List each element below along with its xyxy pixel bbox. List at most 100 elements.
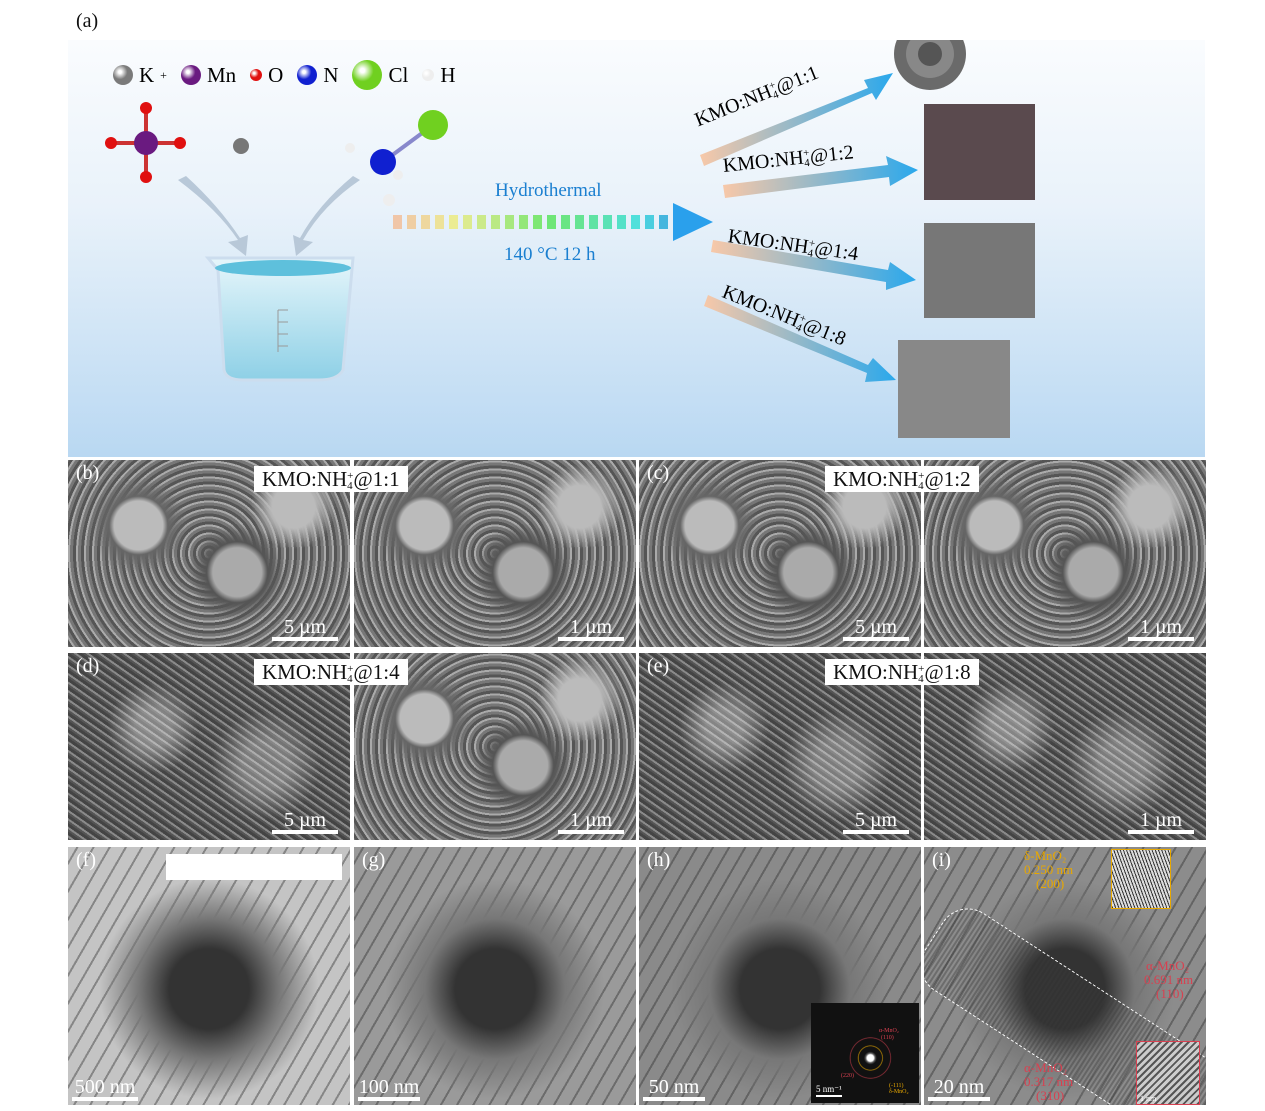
beaker xyxy=(204,256,355,382)
lattice-annotation: 0.691 nm xyxy=(1144,972,1194,987)
sample-tag: KMO:NH+4@1:1 xyxy=(254,466,408,492)
k-ion xyxy=(233,138,249,154)
kmno4-molecule xyxy=(105,102,186,183)
panel-label: (g) xyxy=(362,849,386,871)
scale-bar: 5 µm xyxy=(272,809,338,834)
saed-label: δ-MnO₂ xyxy=(889,1089,909,1095)
charge: + xyxy=(347,663,354,676)
hrtem-inset-red: 1 nm xyxy=(1136,1041,1200,1105)
ratio: @1:8 xyxy=(924,660,971,684)
ratio: @1:2 xyxy=(808,141,855,168)
hydrothermal-arrow xyxy=(393,203,713,241)
scale-bar-line xyxy=(1128,830,1194,834)
dash-mark xyxy=(659,215,668,229)
scale-bar: 1 µm xyxy=(558,616,624,641)
dash-mark xyxy=(491,215,500,229)
atom-o-icon xyxy=(250,69,263,81)
ion-script: +4 xyxy=(918,470,925,493)
lattice-annotation: α-MnO₂ xyxy=(1024,1060,1068,1075)
formula: KMO:NH xyxy=(833,467,919,491)
panel-label: (c) xyxy=(647,462,670,484)
saed-label: α-MnO₂ xyxy=(879,1028,899,1034)
scale-bar-label: 500 nm xyxy=(74,1076,136,1098)
panel-label: (f) xyxy=(76,849,96,871)
morphology-renders xyxy=(894,40,1035,438)
scale-bar: 1 µm xyxy=(1128,809,1194,834)
schematic-drawing xyxy=(105,40,1035,438)
charge: + xyxy=(918,663,925,676)
panel-label: (b) xyxy=(76,462,100,484)
dash-mark xyxy=(575,215,584,229)
scale-bar: 5 µm xyxy=(843,616,909,641)
scale-bar-label: 1 µm xyxy=(1139,809,1183,831)
hrtem-inset-yellow xyxy=(1111,849,1171,909)
ion-script: +4 xyxy=(347,663,354,686)
scale-bar: 1 µm xyxy=(558,809,624,834)
dash-mark xyxy=(449,215,458,229)
scale-bar-line xyxy=(843,830,909,834)
scale-bar-line xyxy=(272,637,338,641)
dash-mark xyxy=(631,215,640,229)
atom-k-icon xyxy=(113,65,133,85)
ratio: @1:4 xyxy=(813,237,860,266)
atom-charge: + xyxy=(160,67,167,82)
dash-mark xyxy=(477,215,486,229)
sample-tag: KMO:NH+4@1:2 xyxy=(825,466,979,492)
dash-mark xyxy=(435,215,444,229)
formula: KMO:NH xyxy=(262,467,348,491)
subscript: 4 xyxy=(347,673,353,686)
scale-bar-line xyxy=(272,830,338,834)
scale-bar: 20 nm xyxy=(928,1076,990,1101)
saed-label: (220) xyxy=(841,1073,854,1079)
atom-n-icon xyxy=(297,65,318,85)
scale-bar-label: 1 µm xyxy=(1139,616,1183,638)
scale-bar-line xyxy=(558,637,624,641)
sample-tag: KMO:NH+4@1:4 xyxy=(254,659,408,685)
scale-bar-label: 100 nm xyxy=(358,1076,420,1098)
lattice-annotation: (200) xyxy=(1036,876,1065,891)
dash-mark xyxy=(407,215,416,229)
scale-bar-line xyxy=(1128,637,1194,641)
dash-mark xyxy=(533,215,542,229)
dash-mark xyxy=(463,215,472,229)
sem-image-high-mag: 1 µm xyxy=(924,653,1206,840)
charge: + xyxy=(918,470,925,483)
charge: + xyxy=(347,470,354,483)
dash-mark xyxy=(603,215,612,229)
conditions-label: 140 °C 12 h xyxy=(504,244,596,265)
atom-h-icon xyxy=(422,69,435,81)
atom-label: Cl xyxy=(388,62,409,87)
lattice-annotation: δ-MnO₂ xyxy=(1024,848,1067,863)
ratio: @1:1 xyxy=(353,467,400,491)
dash-mark xyxy=(645,215,654,229)
panel-label: (e) xyxy=(647,655,670,677)
subscript: 4 xyxy=(347,480,353,493)
lattice-annotation: (310) xyxy=(1036,1088,1065,1103)
ion-script: +4 xyxy=(347,470,354,493)
tem-image: (f) 500 nm xyxy=(68,847,350,1105)
redaction-box xyxy=(166,854,342,880)
dash-mark xyxy=(421,215,430,229)
scale-bar-label: 5 µm xyxy=(283,809,327,831)
dash-mark xyxy=(519,215,528,229)
ratio: @1:2 xyxy=(924,467,971,491)
subscript: 4 xyxy=(918,673,924,686)
saed-label: (110) xyxy=(881,1035,894,1041)
atom-label: O xyxy=(268,62,284,87)
dash-mark xyxy=(547,215,556,229)
lattice-annotation: 0.317 nm xyxy=(1024,1074,1074,1089)
ratio: @1:4 xyxy=(353,660,400,684)
scale-bar-label: 50 nm xyxy=(648,1076,700,1098)
atom-label: K xyxy=(139,62,155,87)
scale-bar: 100 nm xyxy=(358,1076,420,1101)
ion-script: +4 xyxy=(918,663,925,686)
scale-bar: 500 nm xyxy=(72,1076,138,1101)
product-arrows xyxy=(700,73,918,382)
formula: KMO:NH xyxy=(262,660,348,684)
dash-mark xyxy=(589,215,598,229)
dash-mark xyxy=(561,215,570,229)
subscript: 4 xyxy=(918,480,924,493)
scale-bar: 5 µm xyxy=(843,809,909,834)
